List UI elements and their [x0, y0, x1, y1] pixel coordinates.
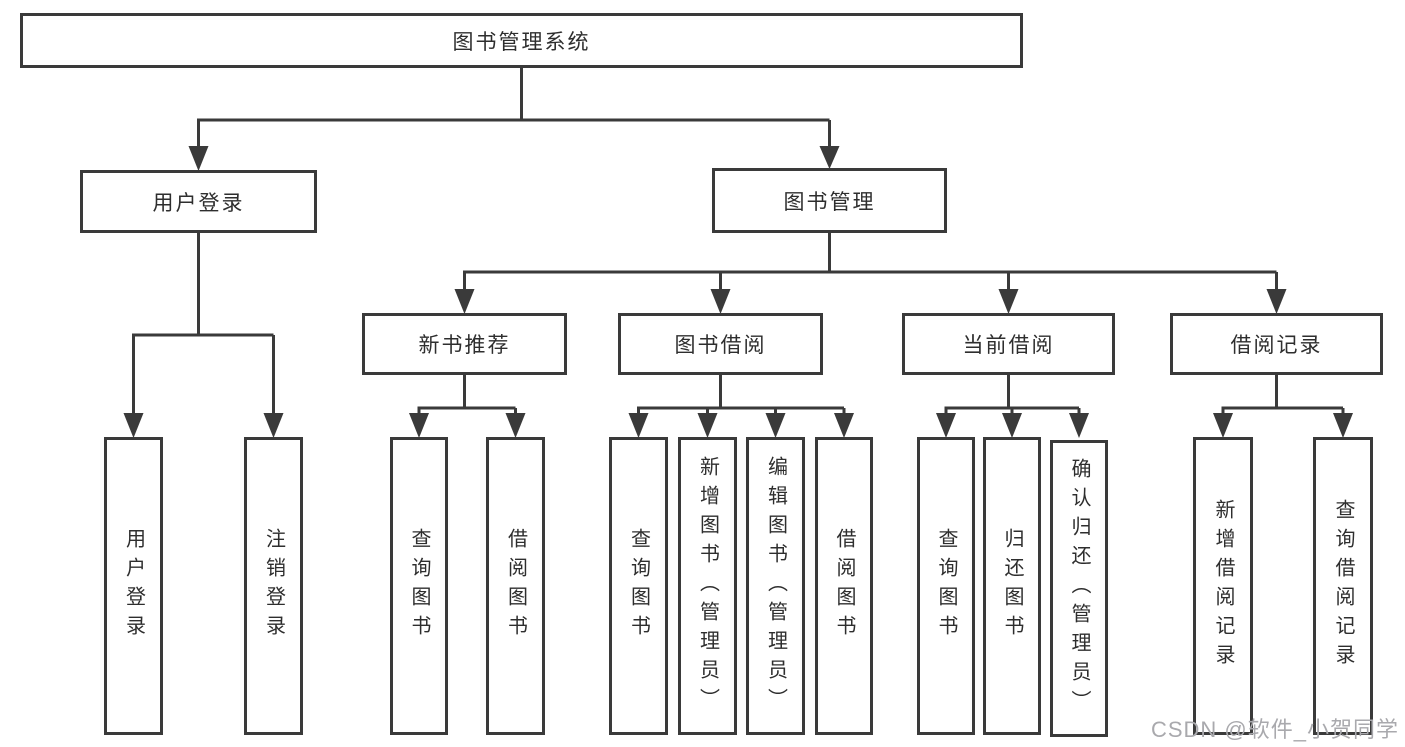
node-label: 借阅图书	[504, 528, 527, 644]
leaf-query-books-borrowing: 查询图书	[609, 437, 668, 735]
csdn-watermark: CSDN @软件_小贺同学	[1150, 717, 1399, 742]
node-label: 注销登录	[262, 528, 285, 644]
node-label: 新增借阅记录	[1212, 499, 1234, 673]
node-book-management: 图书管理	[712, 168, 947, 233]
leaf-add-borrowing-record: 新增借阅记录	[1193, 437, 1253, 735]
node-book-borrowing: 图书借阅	[618, 313, 823, 375]
node-label: 查询图书	[627, 528, 650, 644]
leaf-return-books: 归还图书	[983, 437, 1041, 735]
node-label: 图书借阅	[674, 334, 767, 357]
node-label: 新增图书（管理员）	[696, 455, 719, 717]
node-user-login: 用户登录	[80, 170, 317, 233]
node-label: 归还图书	[1001, 528, 1023, 644]
node-new-book-recommendation: 新书推荐	[362, 313, 567, 375]
node-label: 新书推荐	[418, 334, 511, 357]
node-label: 用户登录	[152, 191, 245, 215]
arrowhead-icons	[123, 146, 1353, 438]
leaf-query-books-recommend: 查询图书	[390, 437, 448, 735]
node-label: 图书管理系统	[452, 30, 591, 54]
leaf-borrow-books: 借阅图书	[815, 437, 873, 735]
node-label: 查询图书	[935, 528, 957, 644]
node-current-borrowing: 当前借阅	[902, 313, 1115, 375]
leaf-borrow-books-recommend: 借阅图书	[486, 437, 545, 735]
node-label: 确认归还（管理员）	[1068, 458, 1090, 719]
node-label: 查询借阅记录	[1332, 499, 1354, 673]
node-label: 查询图书	[408, 528, 430, 644]
node-label: 图书管理	[783, 190, 876, 214]
node-label: 编辑图书（管理员）	[764, 455, 787, 717]
leaf-query-borrowing-record: 查询借阅记录	[1313, 437, 1373, 735]
node-library-management-system: 图书管理系统	[20, 13, 1023, 68]
node-label: 借阅图书	[833, 528, 855, 644]
leaf-logout: 注销登录	[244, 437, 303, 735]
node-label: 借阅记录	[1230, 334, 1323, 357]
node-borrowing-records: 借阅记录	[1170, 313, 1383, 375]
leaf-user-login: 用户登录	[104, 437, 163, 735]
leaf-query-books-current: 查询图书	[917, 437, 975, 735]
leaf-add-books-admin: 新增图书（管理员）	[678, 437, 737, 735]
leaf-edit-books-admin: 编辑图书（管理员）	[746, 437, 805, 735]
node-label: 用户登录	[122, 528, 145, 644]
node-label: 当前借阅	[962, 334, 1055, 357]
leaf-confirm-return-admin: 确认归还（管理员）	[1050, 440, 1108, 737]
